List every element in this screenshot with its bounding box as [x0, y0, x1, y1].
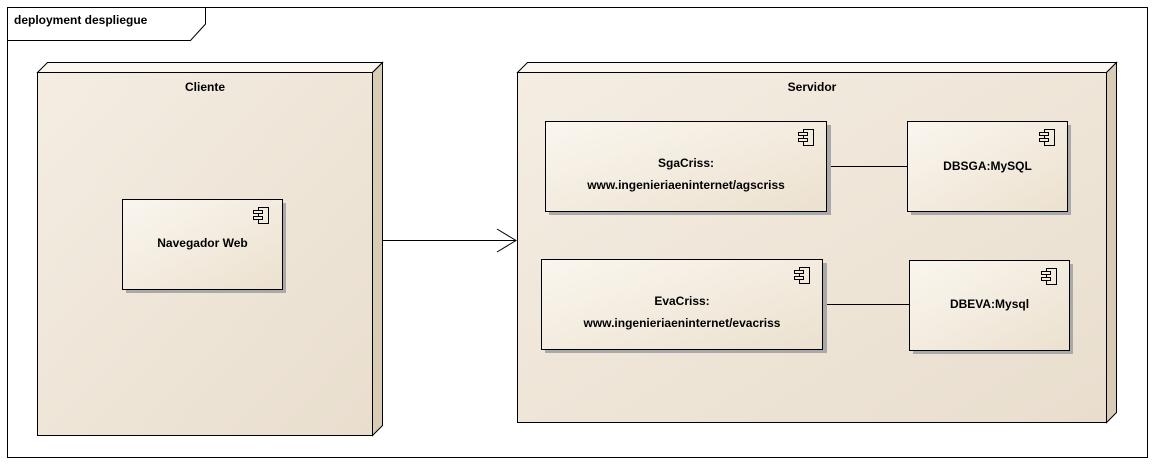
- component-evacriss[interactable]: [541, 259, 828, 354]
- component-dbsga-label: DBSGA:MySQL: [907, 159, 1068, 174]
- connector-cliente-servidor: [382, 228, 517, 253]
- frame-title-tab: [7, 7, 206, 41]
- component-icon: [253, 207, 269, 224]
- node-cliente-title: Cliente: [184, 80, 225, 94]
- component-dbeva-label: DBEVA:Mysql: [909, 297, 1070, 312]
- component-label-line: Navegador Web: [157, 236, 248, 250]
- component-icon: [794, 267, 810, 284]
- component-sgacriss-label: SgaCriss: www.ingenieriaeninternet/agscr…: [545, 152, 827, 196]
- component-sgacriss[interactable]: [545, 121, 832, 216]
- component-icon: [1039, 129, 1055, 146]
- component-icon: [798, 129, 814, 146]
- component-label-line: www.ingenieriaeninternet/evacriss: [583, 316, 781, 330]
- component-icon: [1041, 268, 1057, 285]
- component-navegador[interactable]: [122, 199, 287, 294]
- component-navegador-label: Navegador Web: [122, 236, 283, 251]
- component-label-line: www.ingenieriaeninternet/agscriss: [587, 178, 785, 192]
- component-evacriss-label: EvaCriss: www.ingenieriaeninternet/evacr…: [541, 290, 823, 334]
- component-label-line: DBSGA:MySQL: [943, 159, 1032, 173]
- node-servidor-title: Servidor: [787, 80, 837, 94]
- component-label-line: SgaCriss:: [657, 156, 715, 170]
- component-label-line: DBEVA:Mysql: [949, 297, 1030, 311]
- component-dbeva[interactable]: [909, 260, 1074, 355]
- frame-title: deployment despliegue: [14, 13, 148, 27]
- node-servidor[interactable]: [516, 61, 1118, 424]
- component-label-line: EvaCriss:: [654, 294, 710, 308]
